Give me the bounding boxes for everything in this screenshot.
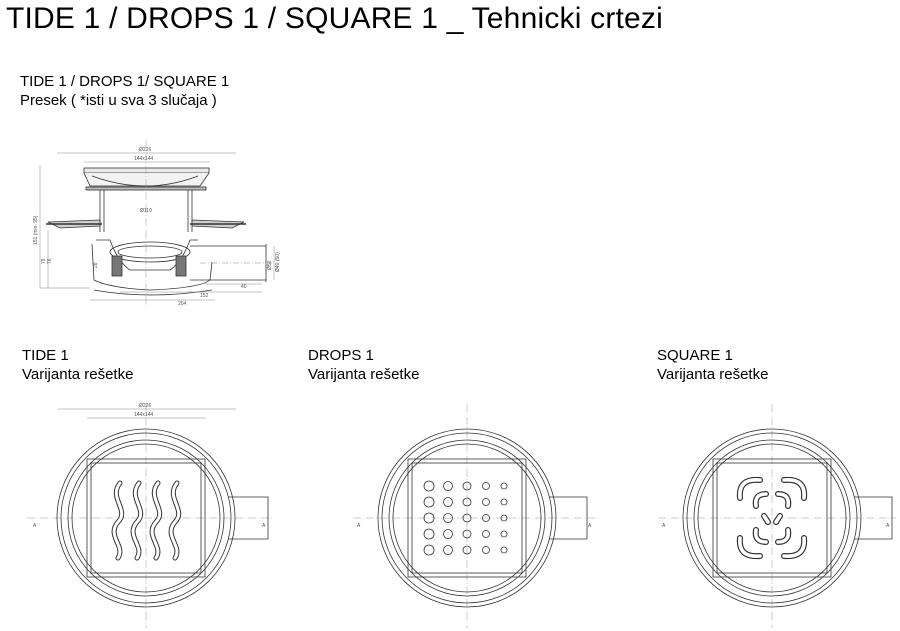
section-marker-right: A — [886, 523, 890, 529]
dim-76: 76 — [47, 258, 53, 264]
section-marker-left: A — [662, 523, 666, 529]
section-marker-left: A — [33, 523, 37, 529]
section-view-label: TIDE 1 / DROPS 1/ SQUARE 1 Presek ( *ist… — [20, 72, 229, 110]
dim-d50: Ø50 — [267, 260, 273, 270]
dim-d40: Ø40 (50) — [275, 252, 281, 272]
page-title: TIDE 1 / DROPS 1 / SQUARE 1 _ Tehnicki c… — [6, 2, 663, 35]
section-view-title: TIDE 1 / DROPS 1/ SQUARE 1 — [20, 73, 230, 90]
variant-label-square: SQUARE 1 Varijanta rešetke — [657, 346, 768, 384]
dim-28: 28 — [93, 262, 99, 268]
variant-label-tide: TIDE 1 Varijanta rešetke — [22, 346, 133, 384]
dim-d110: Ø110 — [140, 208, 152, 214]
dim-151: 151 (min. 95) — [33, 215, 39, 245]
plan-drops — [353, 404, 598, 628]
variant-label-drops: DROPS 1 Varijanta rešetke — [308, 346, 419, 384]
variant-caption: Varijanta rešetke — [22, 366, 134, 383]
plan-square — [658, 404, 896, 628]
dim-79: 79 — [41, 258, 47, 264]
plan-tide — [27, 404, 272, 628]
section-marker-right: A — [262, 523, 266, 529]
section-drawing — [39, 140, 275, 308]
dim-40: 40 — [241, 284, 247, 290]
plan-dim-144x144: 144x144 — [134, 412, 153, 418]
dim-204: 204 — [178, 301, 187, 307]
variant-caption: Varijanta rešetke — [308, 366, 420, 383]
variant-caption: Varijanta rešetke — [657, 366, 769, 383]
plan-dim-d226: Ø226 — [139, 403, 151, 409]
dim-144x144: 144x144 — [134, 156, 153, 162]
dim-d226: Ø226 — [139, 147, 151, 153]
section-view-note: Presek ( *isti u sva 3 slučaja ) — [20, 92, 217, 109]
square-slots-inner — [738, 478, 806, 558]
drops-holes — [423, 480, 508, 556]
variant-name: SQUARE 1 — [657, 347, 733, 364]
variant-name: DROPS 1 — [308, 347, 374, 364]
dim-152: 152 — [200, 293, 209, 299]
section-dimension-labels: Ø226 144x144 Ø110 151 (min. 95) 79 76 28… — [33, 147, 281, 307]
variant-name: TIDE 1 — [22, 347, 69, 364]
section-marker-left: A — [357, 523, 361, 529]
section-marker-right: A — [588, 523, 592, 529]
